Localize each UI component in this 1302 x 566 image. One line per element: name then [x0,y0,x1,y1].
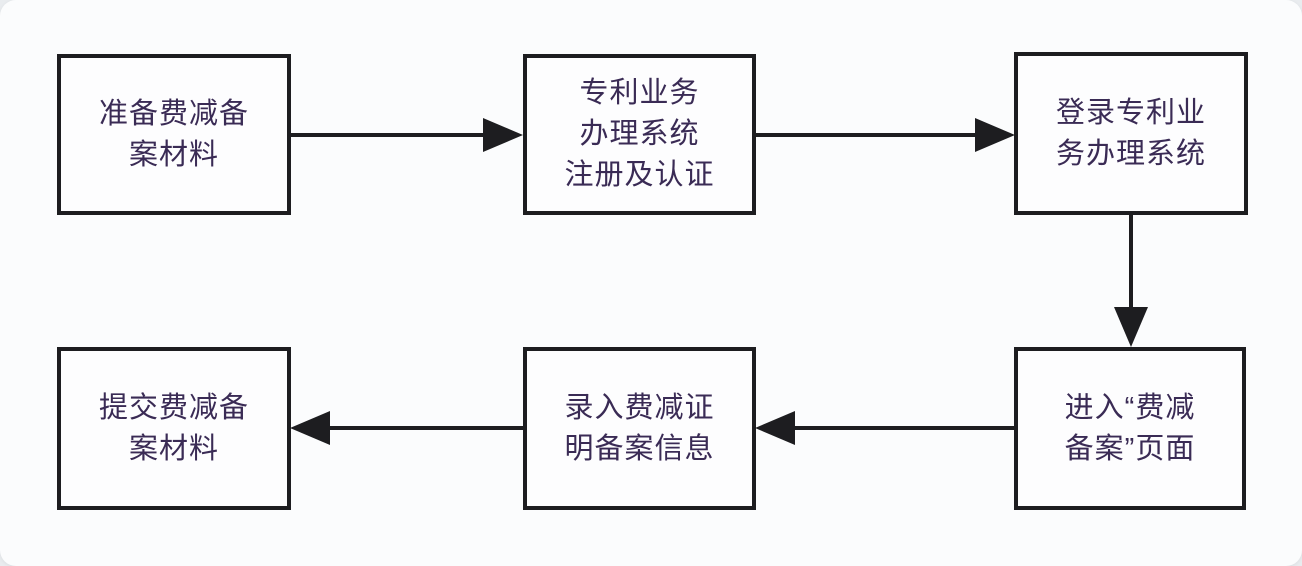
node-label-line: 提交费减备 [98,391,249,424]
node-label-line: 注册及认证 [564,159,715,191]
node-label-line: 备案”页面 [1064,432,1196,465]
flow-node-login-system: 登录专利业 务办理系统 [1014,52,1248,215]
node-label-line: 录入费减证 [564,391,715,424]
arrow-enter-page-to-input-info [755,411,1016,445]
arrow-prepare-to-register [288,118,523,152]
node-label-line: 准备费减备 [98,97,249,130]
node-label-line: 办理系统 [579,118,700,150]
node-label-line: 案材料 [128,138,219,171]
node-label-line: 明备案信息 [564,432,715,465]
arrow-register-to-login [753,118,1015,152]
arrow-input-info-to-submit [290,411,525,445]
arrow-login-to-enter-page [1114,213,1148,347]
flow-node-prepare-materials: 准备费减备 案材料 [57,54,291,215]
node-label-line: 务办理系统 [1055,137,1206,170]
node-label-line: 专利业务 [579,77,700,109]
flow-node-input-filing-info: 录入费减证 明备案信息 [523,347,756,510]
node-label-line: 案材料 [128,432,219,465]
flow-node-submit-materials: 提交费减备 案材料 [57,347,291,510]
flow-node-enter-fee-reduction-page: 进入“费减 备案”页面 [1014,347,1246,510]
node-label-line: 进入“费减 [1064,391,1196,424]
flow-node-register-authenticate: 专利业务 办理系统 注册及认证 [523,54,756,215]
node-label-line: 登录专利业 [1055,96,1206,129]
